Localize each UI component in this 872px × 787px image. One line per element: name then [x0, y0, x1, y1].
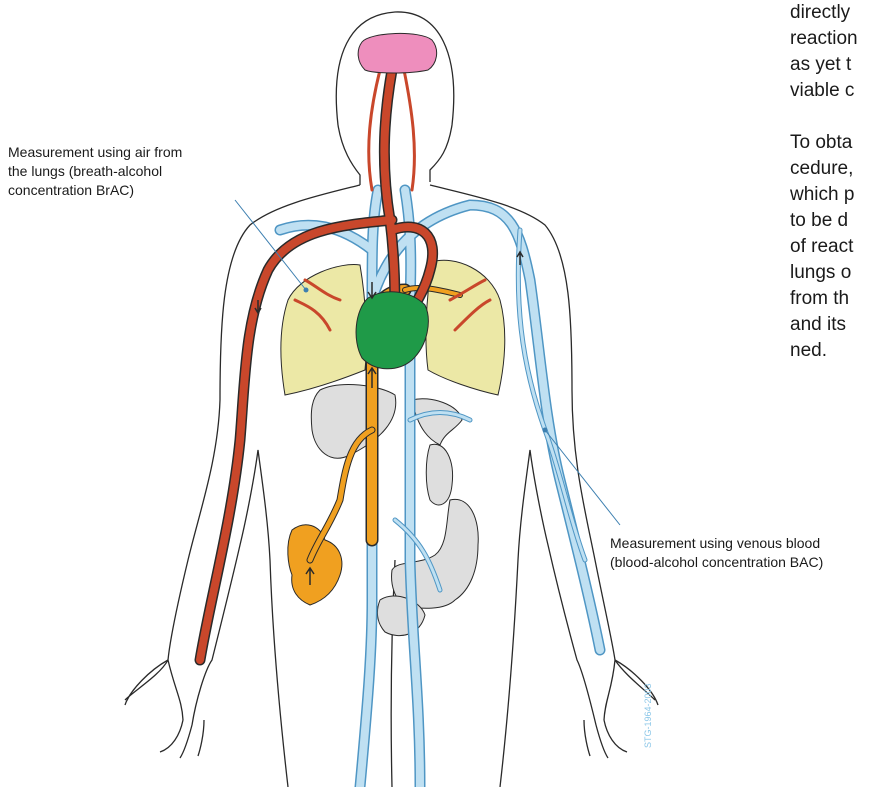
- heart: [356, 292, 428, 369]
- side-text-line: lungs o: [790, 260, 858, 286]
- side-text-line: ned.: [790, 338, 858, 364]
- side-text-line: cedure,: [790, 156, 858, 182]
- leader-dot-blood: [543, 428, 548, 433]
- side-text-line: directly: [790, 0, 858, 26]
- blood-label-line: Measurement using venous blood: [610, 534, 823, 553]
- side-text-line: viable c: [790, 78, 858, 104]
- paragraph-gap: [790, 104, 858, 130]
- side-text-line: as yet t: [790, 52, 858, 78]
- side-text-line: which p: [790, 182, 858, 208]
- side-text-line: of react: [790, 234, 858, 260]
- side-text-line: and its: [790, 312, 858, 338]
- small-intestine: [288, 525, 342, 605]
- blood-label-line: (blood-alcohol concentration BAC): [610, 553, 823, 572]
- side-text-line: from th: [790, 286, 858, 312]
- spleen-kidney: [426, 444, 452, 505]
- breath-label-line: Measurement using air from: [8, 143, 182, 162]
- leader-dot-breath: [304, 288, 309, 293]
- breath-label-line: concentration BrAC): [8, 181, 182, 200]
- left-lung: [281, 265, 367, 395]
- brain: [358, 33, 436, 73]
- right-lung: [426, 260, 505, 395]
- figure-code: STG-1964-2003: [643, 683, 653, 748]
- side-text-line: reaction: [790, 26, 858, 52]
- inner-leg-outline: [391, 560, 395, 787]
- side-paragraph-text: directly reaction as yet t viable c To o…: [790, 0, 858, 364]
- blood-measurement-label: Measurement using venous blood (blood-al…: [610, 534, 823, 572]
- left-hand-outline: [125, 660, 204, 758]
- side-text-line: To obta: [790, 130, 858, 156]
- side-text-line: to be d: [790, 208, 858, 234]
- breath-measurement-label: Measurement using air from the lungs (br…: [8, 143, 182, 200]
- neck-left-outline: [338, 125, 360, 185]
- stomach: [412, 399, 462, 445]
- breath-label-line: the lungs (breath-alcohol: [8, 162, 182, 181]
